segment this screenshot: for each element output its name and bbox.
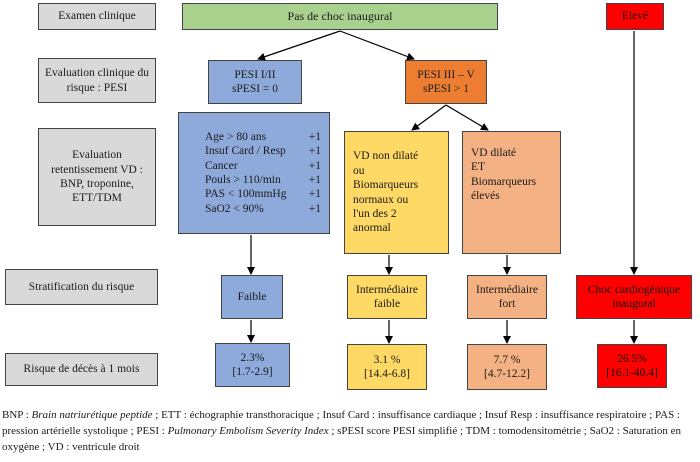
risk-ci: [4.7-12.2]: [484, 368, 530, 380]
risk-choc-box: 26.5% [16.1-40.4]: [597, 344, 667, 388]
row-label-text: Stratification du risque: [28, 280, 135, 293]
row-label-text: Examen clinique: [58, 10, 136, 23]
vd-dilate-box: VD dilaté ET Biomarqueurs élevés: [462, 131, 561, 254]
strat-line: Intermédiaire: [356, 283, 418, 296]
pesi-high-line: sPESI > 1: [422, 83, 470, 95]
criterion-points: +1: [308, 159, 321, 172]
risk-int-fort-box: 7.7 % [4.7-12.2]: [467, 344, 547, 390]
footnote-text: BNP :: [2, 409, 32, 421]
risk-ci: [14.4-6.8]: [364, 368, 410, 380]
row-label-line: Evaluation clinique du: [44, 67, 150, 80]
strat-int-fort-box: Intermédiaire fort: [467, 275, 547, 319]
vd-dilate-line: VD dilaté: [471, 147, 517, 159]
criterion-points: +1: [308, 188, 321, 201]
vd-normal-line: normaux ou: [353, 193, 409, 206]
criterion-row: SaO2 < 90% +1: [205, 202, 321, 216]
vd-normal-line: l'un des 2: [353, 207, 397, 220]
row-label-evaluation-pesi: Evaluation clinique du risque : PESI: [38, 58, 156, 103]
vd-normal-line: VD non dilaté: [353, 150, 419, 163]
eleve-label: Elevé: [621, 10, 649, 23]
risk-value: 2.3%: [240, 351, 265, 364]
strat-line: Intermédiaire: [476, 283, 538, 296]
pas-de-choc-box: Pas de choc inaugural: [182, 3, 498, 30]
strat-line: faible: [373, 298, 401, 310]
vd-normal-line: Biomarqueurs: [353, 179, 419, 192]
pesi-low-line: sPESI = 0: [231, 83, 279, 95]
arrow-pesi-high-to-vd-dilate: [445, 104, 489, 131]
pesi-high-line: PESI III – V: [417, 68, 475, 81]
strat-line: fort: [498, 298, 516, 310]
footnote-text: ; sPESI score PESI simplifié ; TDM : tom…: [2, 425, 681, 453]
criterion-row: Pouls > 110/min +1: [205, 173, 321, 187]
strat-line: inaugural: [612, 298, 656, 310]
pesi-criteria-box: Age > 80 ans +1 Insuf Card / Resp +1 Cance…: [178, 112, 330, 234]
footnote-italic: Pulmonary Embolism Severity Index: [167, 425, 329, 437]
arrow-pesi-high-to-vd-normal: [411, 104, 447, 131]
criterion-row: Cancer +1: [205, 159, 321, 173]
strat-choc-box: Choc cardiogénique inaugural: [576, 275, 692, 319]
criterion-points: +1: [308, 202, 321, 215]
vd-normal-box: VD non dilaté ou Biomarqueurs normaux ou…: [344, 131, 449, 254]
eleve-box: Elevé: [606, 3, 664, 30]
criterion-points: +1: [308, 130, 321, 143]
strat-int-faible-box: Intermédiaire faible: [347, 275, 427, 319]
row-label-retentissement-vd: Evaluation retentissement VD : BNP, trop…: [38, 128, 156, 226]
risk-ci: [1.7-2.9]: [232, 366, 273, 378]
risk-int-faible-box: 3.1 % [14.4-6.8]: [347, 344, 427, 390]
criterion-label: Cancer: [205, 159, 238, 172]
pesi-low-box: PESI I/II sPESI = 0: [208, 60, 302, 104]
criterion-label: Insuf Card / Resp: [205, 145, 286, 158]
criterion-label: PAS < 100mmHg: [205, 188, 287, 201]
vd-normal-line: ou: [353, 164, 365, 177]
abbreviations-footnote: BNP : Brain natriurétique peptide ; ETT …: [2, 407, 694, 455]
row-label-text: Risque de décès à 1 mois: [23, 363, 140, 376]
strat-line: Choc cardiogénique: [587, 283, 681, 296]
vd-dilate-line: élevés: [471, 190, 500, 203]
row-label-line: BNP, troponine,: [60, 178, 134, 190]
row-label-line: Evaluation: [72, 149, 122, 162]
criterion-points: +1: [308, 145, 321, 158]
row-label-risque-deces: Risque de décès à 1 mois: [5, 353, 158, 386]
row-label-examen-clinique: Examen clinique: [38, 3, 156, 30]
risk-value: 26.5%: [617, 352, 647, 365]
vd-dilate-line: ET: [471, 161, 486, 174]
criterion-row: Insuf Card / Resp +1: [205, 144, 321, 158]
row-label-stratification: Stratification du risque: [5, 269, 158, 305]
pas-de-choc-label: Pas de choc inaugural: [287, 9, 393, 23]
criterion-row: PAS < 100mmHg +1: [205, 187, 321, 201]
row-label-line: retentissement VD :: [51, 163, 143, 176]
arrow-choc-to-pesi-high: [339, 30, 415, 61]
criterion-points: +1: [308, 174, 321, 186]
strat-faible-box: Faible: [221, 275, 283, 319]
criterion-label: SaO2 < 90%: [205, 202, 264, 215]
vd-dilate-line: Biomarqueurs: [471, 175, 537, 188]
vd-normal-line: anormal: [353, 222, 391, 235]
pesi-low-line: PESI I/II: [234, 68, 276, 81]
row-label-line: ETT/TDM: [72, 192, 122, 205]
criterion-label: Pouls > 110/min: [205, 174, 281, 186]
arrow-choc-to-pesi-low: [257, 30, 341, 61]
footnote-italic: Brain natriurétique peptide: [31, 409, 153, 421]
pesi-high-box: PESI III – V sPESI > 1: [405, 60, 487, 104]
risk-value: 7.7 %: [493, 353, 521, 366]
risk-value: 3.1 %: [373, 353, 401, 366]
risk-faible-box: 2.3% [1.7-2.9]: [215, 343, 290, 387]
criterion-row: Age > 80 ans +1: [205, 130, 321, 144]
strat-faible-label: Faible: [237, 290, 267, 303]
footnote-text: ; ETT : échographie transthoracique ; In…: [2, 409, 680, 437]
criterion-label: Age > 80 ans: [205, 130, 267, 143]
row-label-line: risque : PESI: [66, 81, 128, 94]
risk-ci: [16.1-40.4]: [606, 367, 658, 379]
